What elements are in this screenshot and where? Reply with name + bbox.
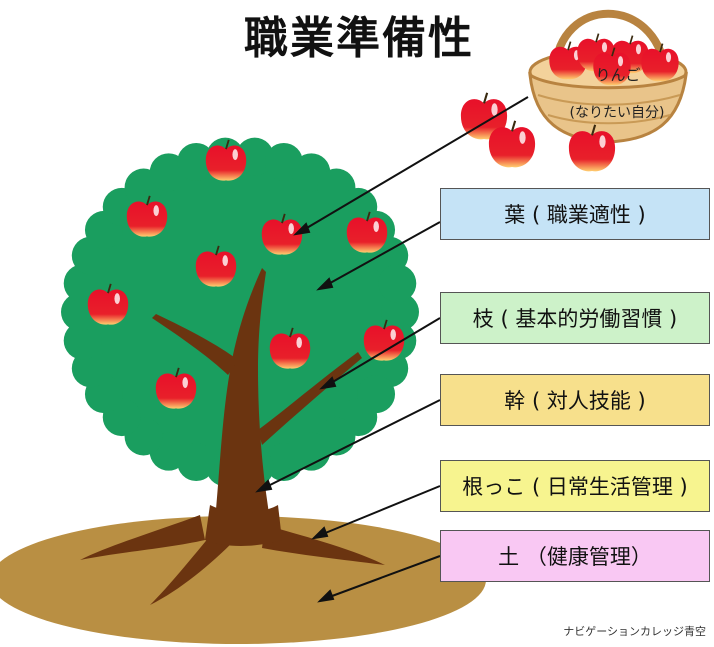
apple-icon [205, 139, 247, 181]
apple-icon [363, 319, 405, 361]
credit-text: ナビゲーションカレッジ青空 [563, 625, 706, 638]
apple-icon [488, 120, 536, 168]
apple-icon [87, 283, 129, 325]
label-root: 根っこ ( 日常生活管理 ) [440, 460, 710, 512]
basket-label-ideal-self: (なりたい自分) [569, 105, 665, 121]
basket-label-apple: りんご [595, 66, 641, 84]
label-trunk: 幹 ( 対人技能 ) [440, 374, 710, 426]
apple-icon [568, 124, 616, 172]
apple-icon [346, 211, 388, 253]
apple-icon [126, 195, 168, 237]
basket-illustration [528, 9, 688, 144]
apple-icon [261, 213, 303, 255]
label-branch: 枝 ( 基本的労働習慣 ) [440, 292, 710, 344]
apple-icon [641, 43, 679, 82]
apple-icon [155, 367, 197, 409]
diagram-title: 職業準備性 [244, 13, 474, 64]
apple-icon [195, 245, 237, 287]
tree-apples [87, 139, 405, 409]
apple-icon [269, 327, 311, 369]
label-soil: 土 （健康管理） [440, 530, 710, 582]
tree-trunk [80, 268, 385, 605]
label-leaf: 葉 ( 職業適性 ) [440, 188, 710, 240]
apple-icon [593, 47, 631, 86]
connector-arrows [255, 96, 529, 603]
